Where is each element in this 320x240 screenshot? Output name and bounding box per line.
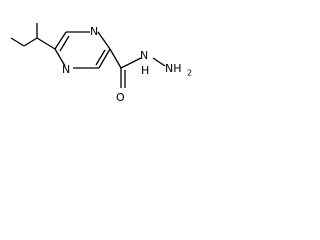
bond-isopropyl-to-ring — [36, 37, 56, 50]
bond-isopropyl-methyl-left — [10, 37, 25, 47]
bond-ring-to-carbonyl — [109, 48, 122, 69]
bond-ring-c5-c6-inner — [59, 35, 70, 52]
atom-label-oxygen: O — [116, 91, 125, 104]
bond-ring-c5-c6 — [54, 31, 67, 50]
atom-label-hydrazide-n: N — [140, 49, 148, 62]
bond-ring-n1-c2 — [97, 31, 111, 50]
atom-label-hydrazide-h: H — [141, 64, 149, 77]
bond-isopropyl-methyl-up — [23, 37, 38, 47]
bond-nh-to-nh2 — [152, 57, 166, 67]
atom-label-nh2-subscript: 2 — [187, 69, 192, 78]
bond-ring-c2-c3-inner — [95, 49, 106, 66]
atom-label-n-bottom: N — [62, 63, 70, 76]
bond-carbonyl-to-nh — [120, 57, 142, 69]
atom-label-n-top: N — [90, 25, 98, 38]
atom-label-nh2: NH — [165, 62, 182, 75]
pyrazine-carbohydrazide-structure: N N N H NH 2 O — [10, 23, 192, 104]
bond-ring-c2-c3 — [98, 48, 111, 69]
bond-ring-n4-c5 — [54, 48, 66, 67]
